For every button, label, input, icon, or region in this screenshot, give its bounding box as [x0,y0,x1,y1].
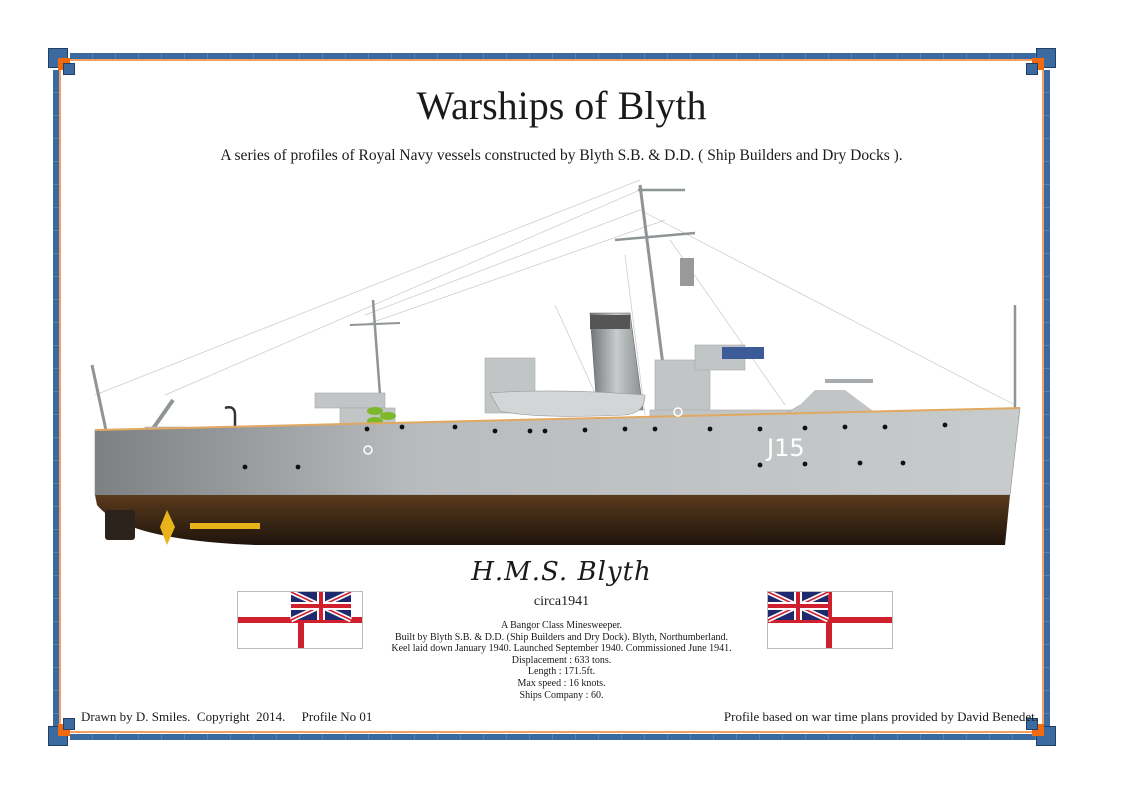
rudder [105,510,135,540]
frame-left-accent [59,70,61,730]
spec-dates: Keel laid down January 1940. Launched Se… [391,643,732,655]
propeller-shaft [190,523,260,529]
frame-corner-bottom-right [1026,712,1070,752]
spec-company: Ships Company : 60. [519,689,604,701]
funnel-cap [590,315,630,329]
ship-circa: circa1941 [533,594,590,609]
white-ensign-flag-left-icon [237,591,363,649]
frame-corner-top-left [48,48,88,88]
frame-right-bar [1044,70,1050,730]
propeller-icon [160,510,175,545]
page-title: Warships of Blyth [416,83,707,128]
frame-corner-bottom-left [48,712,88,752]
footer-credit: Drawn by D. Smiles. Copyright 2014. Prof… [81,709,373,724]
spec-displacement: Displacement : 633 tons. [511,654,612,666]
main-gun-barrel [825,379,873,383]
ship-profile-illustration: J15 [90,179,1021,545]
lifebuoy-icon [363,445,373,455]
portholes [242,422,948,470]
carley-float-icon [367,407,383,415]
pennant-number: J15 [765,434,805,462]
rigging-lines [94,179,1016,416]
frame-bottom-accent [70,731,1038,733]
ship-name: H.M.S. Blyth [471,557,652,587]
spec-class: A Bangor Class Minesweeper. [500,620,623,631]
frame-bottom-bar [70,734,1038,740]
deck-planking [94,407,1021,431]
funnel [589,312,644,411]
frame-top-bar [70,53,1038,59]
spec-length: Length : 171.5ft. [527,666,596,678]
frame-right-accent [1042,70,1044,730]
spec-speed: Max speed : 16 knots. [517,677,606,689]
frame-left-bar [53,70,59,730]
bridge-windows [722,347,764,359]
page-subtitle: A series of profiles of Royal Navy vesse… [220,147,903,164]
spec-builder: Built by Blyth S.B. & D.D. (Ship Builder… [394,631,729,643]
hull-antifouling [95,495,1010,545]
ship-specifications: A Bangor Class Minesweeper. Built by Bly… [0,620,1123,701]
crows-nest [680,258,694,286]
footer-source: Profile based on war time plans provided… [723,709,1038,724]
frame-top-accent [70,59,1038,61]
white-ensign-flag-right-icon [767,591,893,649]
ships-boat [489,390,646,417]
frame-corner-top-right [1026,48,1070,88]
